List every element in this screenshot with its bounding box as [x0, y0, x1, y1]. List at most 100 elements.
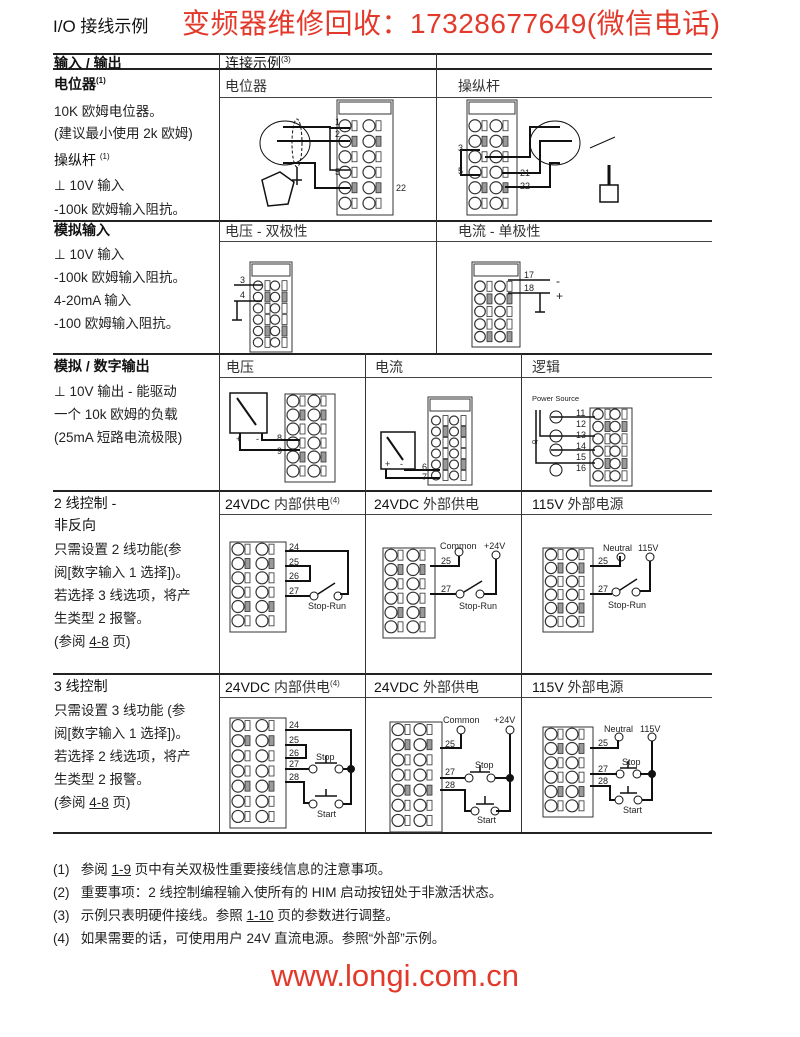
column-divider: [365, 353, 366, 832]
terminal-socket: [426, 724, 433, 735]
terminal-screw: [544, 784, 558, 799]
terminal-socket: [621, 433, 628, 445]
terminal-screw: [430, 415, 442, 426]
terminal-screw: [430, 459, 442, 470]
terminal-screw: [406, 548, 420, 562]
page-reference: (参阅 4-8 页): [54, 791, 131, 811]
terminal-screw: [609, 445, 621, 457]
terminal-socket: [244, 750, 251, 762]
terminal-screw: [406, 577, 420, 591]
lamp-icon: [549, 463, 563, 477]
polarity-label: +: [556, 289, 563, 303]
row-title-text: 电位器: [54, 76, 96, 92]
terminal-socket: [244, 572, 251, 584]
row-title: 2 线控制 -: [54, 495, 117, 511]
terminal-screw: [474, 293, 486, 305]
terminal-screw: [252, 314, 264, 325]
page-link[interactable]: 4-8: [89, 795, 109, 810]
terminal-screw: [430, 448, 442, 459]
terminal-number: 25: [598, 556, 608, 566]
terminal-socket: [264, 280, 271, 292]
terminal-socket: [375, 197, 382, 209]
terminal-common: [456, 725, 466, 735]
arrow-icon: [589, 136, 616, 149]
terminal-socket: [557, 549, 564, 561]
wire: [485, 126, 560, 158]
wire: [232, 284, 262, 321]
terminal-screw: [286, 464, 300, 478]
column-label: 24VDC 外部供电: [374, 494, 479, 514]
terminal-number: 24: [289, 542, 299, 552]
terminal-socket: [460, 415, 467, 426]
terminal-socket: [578, 562, 585, 574]
terminal-socket: [397, 607, 404, 618]
switch-contact: [632, 769, 642, 779]
terminal-socket: [578, 602, 585, 614]
terminal-socket: [442, 437, 449, 448]
terminal-blocks: [229, 99, 633, 833]
terminal-socket: [426, 754, 433, 766]
polarity-label: -: [256, 434, 259, 444]
terminal-socket: [442, 459, 449, 470]
terminal-socket: [244, 558, 251, 569]
terminal-screw: [255, 734, 269, 748]
wire: [590, 740, 619, 801]
terminal-number: 28: [289, 772, 299, 782]
terminal-socket: [404, 769, 411, 781]
page-link[interactable]: 1-9: [111, 862, 132, 877]
terminal-screw: [269, 314, 281, 325]
terminal-socket: [281, 314, 288, 326]
wire: [505, 162, 560, 188]
terminal-screw: [592, 408, 604, 420]
terminal-24v: [491, 550, 501, 560]
switch-label: Stop-Run: [308, 601, 346, 611]
common-label: Common: [443, 715, 480, 725]
page-title: I/O 接线示例: [53, 17, 149, 36]
terminal-number: 13: [576, 430, 586, 440]
terminal-screw: [255, 764, 269, 778]
terminal-screw: [391, 722, 405, 737]
terminal-socket: [375, 182, 382, 194]
polarity-label: -: [556, 274, 560, 288]
terminal-socket: [404, 739, 411, 751]
terminal-screw: [494, 280, 506, 293]
row-text: 阅[数字输入 1 选择])。: [54, 565, 190, 580]
terminal-screw: [592, 470, 604, 482]
stop-label: Stop: [475, 760, 494, 770]
column-label: 电流 - 单极性: [458, 223, 541, 239]
wire: [430, 556, 460, 595]
column-label: 电流: [375, 359, 403, 375]
terminal-screw: [231, 585, 245, 599]
terminal-screw: [489, 134, 503, 148]
terminal-screw: [255, 779, 269, 793]
terminal-socket: [557, 589, 564, 601]
switch-contact: [308, 799, 318, 809]
terminal-number: 1: [335, 117, 340, 127]
terminal-number: 25: [289, 735, 299, 745]
terminal-screw: [565, 615, 579, 628]
page-link[interactable]: 1-10: [246, 908, 274, 923]
wire: [285, 550, 349, 597]
column-label-main: 115V: [532, 679, 564, 695]
terminal-screw: [255, 599, 269, 614]
terminal-socket: [502, 197, 509, 209]
terminal-screw: [430, 426, 442, 437]
terminal-socket: [419, 621, 426, 633]
lamp-icon: [549, 443, 563, 457]
terminal-screw: [307, 422, 321, 436]
terminal-number: 25: [441, 556, 451, 566]
terminal-screw: [609, 470, 621, 482]
terminal-screw: [468, 165, 482, 179]
terminal-number: 27: [598, 584, 608, 594]
terminal-socket: [264, 302, 271, 314]
terminal-screw: [544, 601, 558, 615]
terminal-screw: [362, 196, 376, 210]
row-title: 模拟 / 数字输出: [54, 358, 150, 374]
terminal-socket: [621, 421, 628, 432]
terminal-screw: [391, 813, 405, 828]
page-link[interactable]: 4-8: [89, 634, 109, 649]
footnote-text: 页中有关双极性重要接线信息的注意事项。: [131, 862, 392, 877]
joystick-icon: [599, 184, 619, 203]
terminal-socket: [506, 280, 513, 292]
terminal-number: 16: [576, 463, 586, 473]
